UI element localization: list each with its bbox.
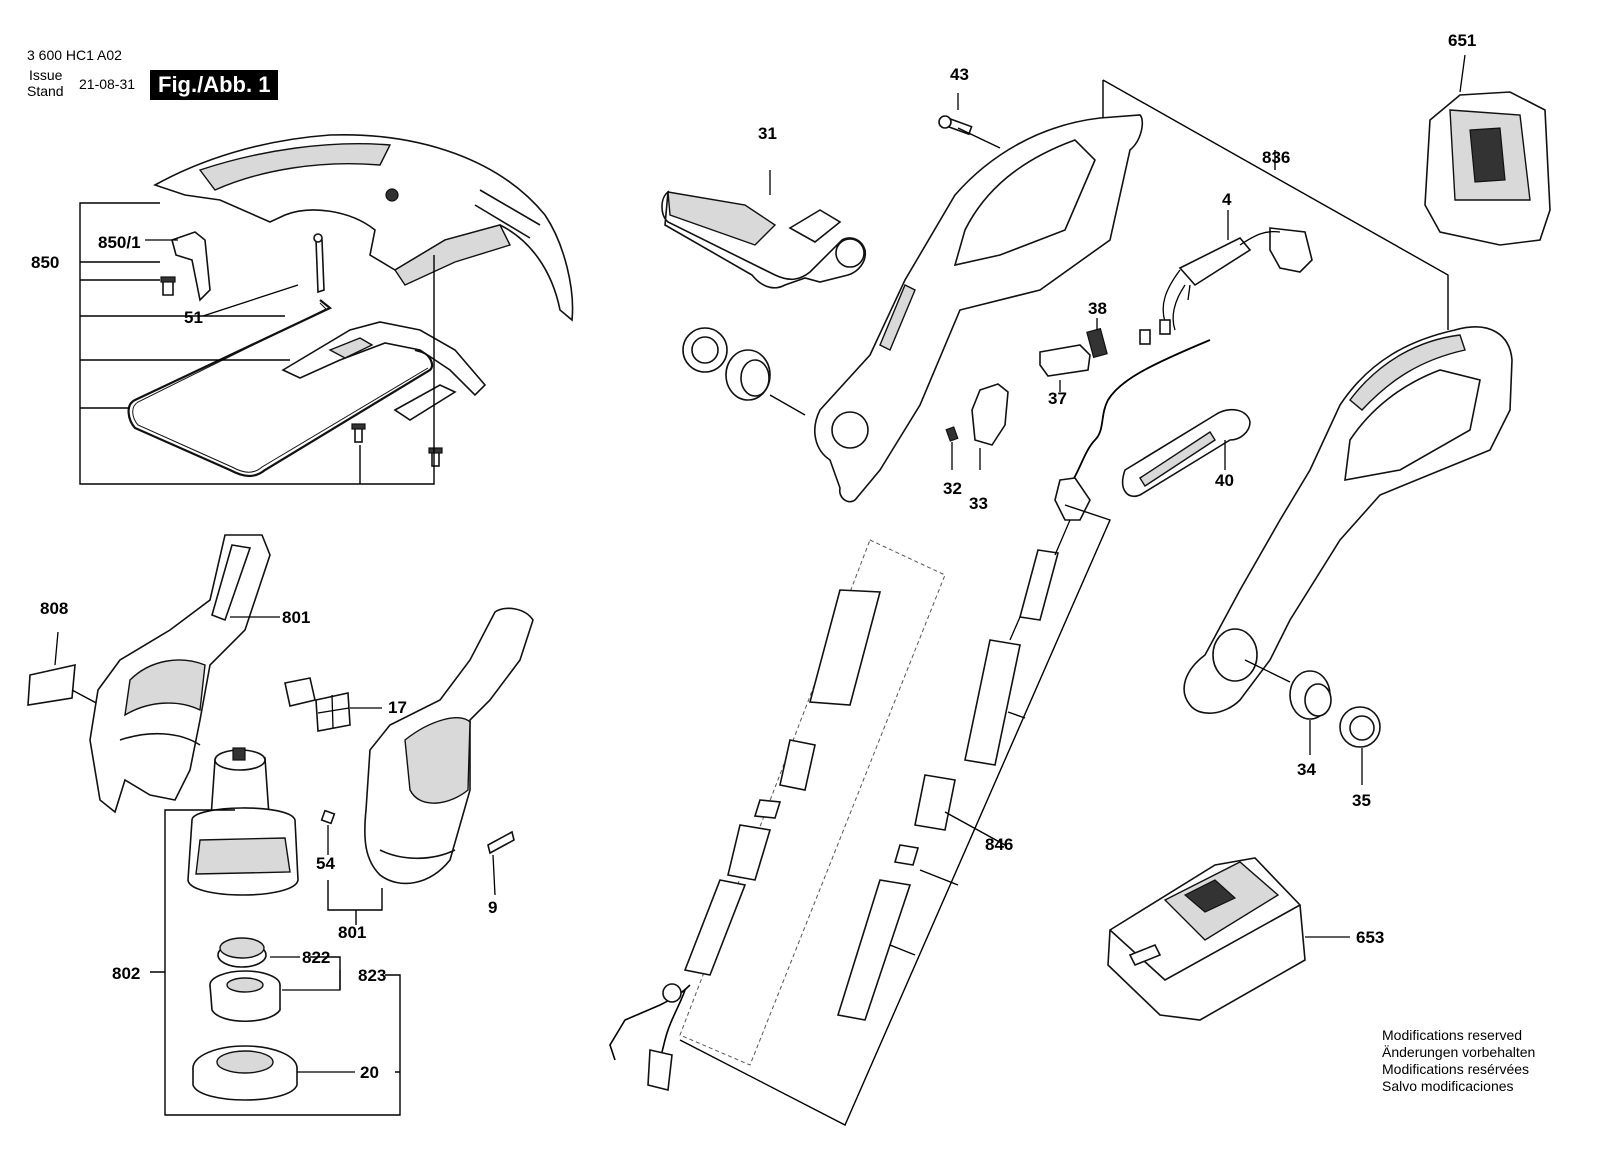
- callout-801-lower: 801: [338, 923, 366, 942]
- callout-bracket-850: [79, 202, 435, 485]
- callout-bracket-801: [327, 880, 383, 925]
- callout-850: 850: [31, 253, 59, 272]
- lever-40: [1121, 408, 1251, 497]
- guard-cover-850: [153, 133, 574, 322]
- handle-half-left: [814, 114, 1144, 503]
- callout-51: 51: [184, 308, 203, 327]
- stand-label: Stand: [27, 83, 64, 99]
- spring-coil: [725, 349, 771, 401]
- callout-808: 808: [40, 599, 68, 618]
- tube-assembly-846: [679, 477, 1091, 1066]
- label-808: [27, 663, 76, 706]
- callout-34: 34: [1297, 760, 1316, 779]
- callout-20: 20: [360, 1063, 379, 1082]
- callout-653: 653: [1356, 928, 1384, 947]
- cable-harness: [609, 983, 691, 1091]
- guard-bracket: [281, 321, 487, 421]
- spring-822: [217, 937, 267, 968]
- notice-line-es: Salvo modificaciones: [1382, 1078, 1514, 1094]
- spool-823: [209, 970, 281, 1023]
- auxiliary-grip-31: [661, 190, 867, 289]
- modifications-notice: Modifications reserved Änderungen vorbeh…: [1382, 1027, 1535, 1095]
- callout-823: 823: [358, 966, 386, 985]
- callout-38: 38: [1088, 299, 1107, 318]
- callout-4: 4: [1222, 190, 1232, 209]
- callout-33: 33: [969, 494, 988, 513]
- callout-bracket-802: [150, 809, 401, 1116]
- callout-37: 37: [1048, 389, 1067, 408]
- callout-17: 17: [388, 698, 407, 717]
- clip-54: [320, 809, 336, 825]
- issue-label: Issue: [29, 67, 63, 83]
- battery-pack-651: [1424, 91, 1551, 246]
- document-number: 3 600 HC1 A02: [27, 47, 122, 63]
- spring-38: [1086, 327, 1108, 359]
- issue-date: 21-08-31: [79, 76, 136, 92]
- figure-label: Fig./Abb. 1: [150, 70, 279, 100]
- callout-850-1: 850/1: [98, 233, 141, 252]
- callout-43: 43: [950, 65, 969, 84]
- callout-801-upper: 801: [282, 608, 310, 627]
- lock-nut: [1339, 706, 1381, 748]
- switch-4: [1139, 227, 1313, 345]
- notice-line-en: Modifications reserved: [1382, 1027, 1523, 1043]
- callout-822: 822: [302, 948, 330, 967]
- callout-651: 651: [1448, 31, 1476, 50]
- spring-coil: [1289, 670, 1332, 720]
- lock-nut: [682, 327, 728, 373]
- callout-836: 836: [1262, 148, 1290, 167]
- notice-line-de: Änderungen vorbehalten: [1382, 1044, 1536, 1060]
- handle-half-right-836: [1183, 326, 1513, 714]
- motor-housing-half: [364, 607, 534, 885]
- bracket-850-1: [171, 231, 211, 302]
- callout-846: 846: [985, 835, 1013, 854]
- callout-35: 35: [1352, 791, 1371, 810]
- charger-653: [1107, 857, 1306, 1021]
- screw-43: [938, 115, 973, 136]
- bracket-part-17: [284, 677, 351, 732]
- lock-button-33: [971, 383, 1009, 446]
- screw-icon: [351, 423, 443, 467]
- spool-cap-20: [192, 1045, 298, 1101]
- screw-icon: [160, 276, 176, 296]
- callout-802: 802: [112, 964, 140, 983]
- motor-802: [187, 747, 299, 896]
- spring-32: [945, 426, 959, 442]
- slider-37: [1039, 344, 1091, 377]
- callout-bracket-836: [1102, 79, 1449, 330]
- callout-54: 54: [316, 854, 335, 873]
- callout-40: 40: [1215, 471, 1234, 490]
- notice-line-fr: Modifications resérvées: [1382, 1061, 1530, 1077]
- screw-pin-51: [313, 233, 325, 294]
- callout-31: 31: [758, 124, 777, 143]
- label-9: [487, 830, 515, 855]
- callout-9: 9: [488, 898, 497, 917]
- callout-32: 32: [943, 479, 962, 498]
- callout-bracket-846: [679, 504, 1111, 1126]
